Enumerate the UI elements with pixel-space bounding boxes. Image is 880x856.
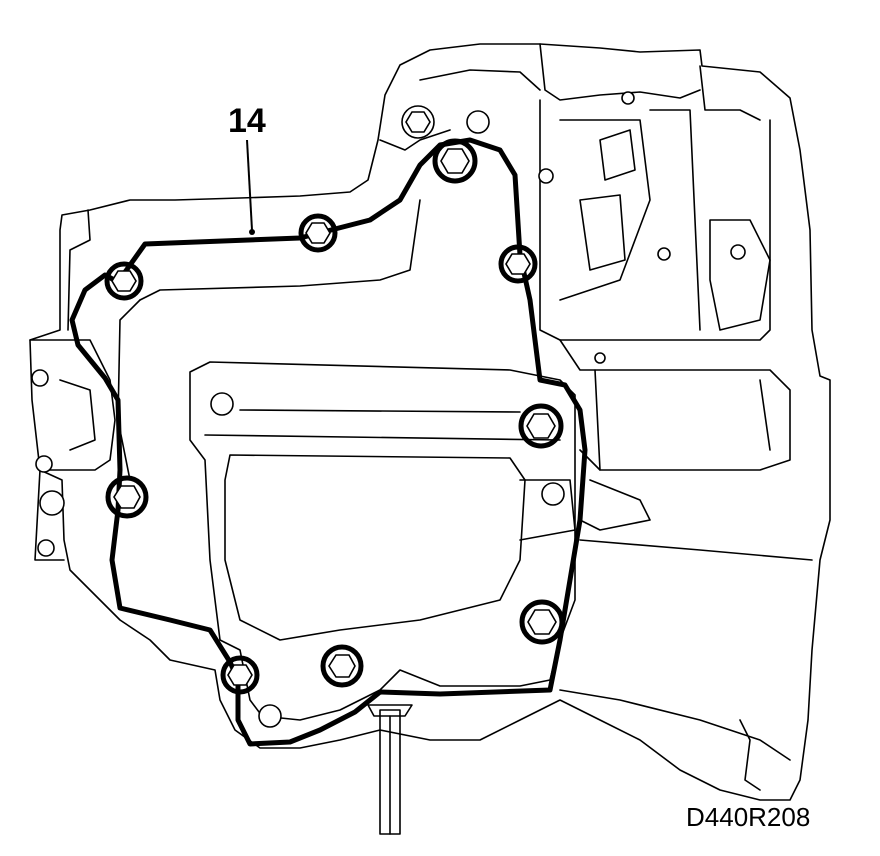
transmission-housing	[29, 43, 831, 801]
bolt	[498, 244, 538, 284]
callout-leader-dot	[249, 229, 255, 235]
shaft-rod	[367, 704, 413, 835]
valve-body-cover	[117, 199, 576, 721]
bolt	[220, 655, 260, 695]
bolt	[105, 475, 149, 519]
gasket-outline	[69, 137, 588, 747]
callout-leader-line	[246, 139, 253, 231]
bolt	[401, 105, 435, 139]
bolt	[432, 138, 478, 184]
housing-holes	[31, 91, 746, 728]
cover-bolts	[104, 105, 565, 695]
bolt	[320, 644, 364, 688]
figure-code: D440R208	[686, 802, 811, 832]
callout-label: 14	[228, 102, 266, 140]
bolt	[104, 261, 144, 301]
bolt	[519, 599, 565, 645]
bolt	[518, 403, 564, 449]
bolt	[298, 213, 338, 253]
